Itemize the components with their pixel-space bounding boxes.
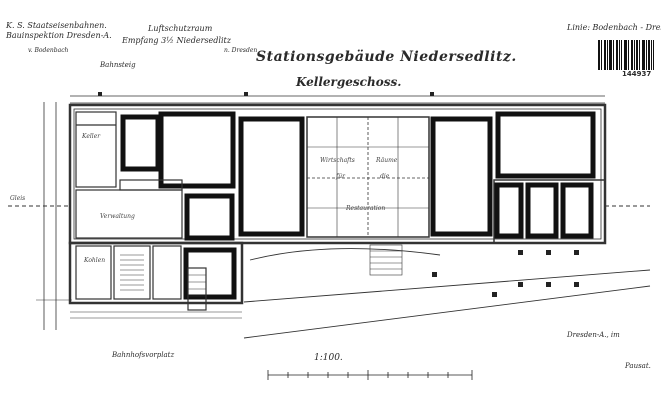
room-8 [494, 182, 524, 239]
room-3 [238, 116, 305, 237]
drawing-subtitle: Kellergeschoss. [296, 75, 402, 89]
signature: Pausat. [625, 362, 651, 370]
catalog-number: 144937 [622, 70, 652, 78]
room-label-die: die [380, 173, 390, 180]
scale-bar [267, 370, 473, 380]
direction-from: v. Bodenbach [28, 47, 69, 54]
lower-wing-wall [68, 241, 244, 305]
drawing-title: Stationsgebäude Niedersedlitz. [256, 49, 517, 65]
room-label-raume: Räume [376, 157, 398, 164]
outer-wall [68, 103, 607, 245]
platform-label: Bahnsteig [100, 61, 136, 69]
forecourt-label: Bahnhofsvorplatz [112, 351, 175, 359]
room-small-1 [120, 114, 161, 172]
room-6 [495, 111, 596, 179]
room-label-restauration: Restauration [346, 205, 386, 212]
room-2 [158, 111, 236, 189]
scale-label: 1:100. [314, 353, 343, 363]
inspection-office: Bauinspektion Dresden-A. [6, 31, 112, 40]
drawing-note-2: Empfang 3½ Niedersedlitz [122, 36, 231, 45]
room-10 [560, 182, 594, 239]
direction-to: n. Dresden [224, 47, 258, 54]
room-left-lower [75, 245, 112, 300]
drawing-note-1: Luftschutzraum [148, 24, 213, 33]
barcode-icon [598, 40, 654, 70]
room-label-fur: für [336, 173, 345, 180]
room-label-wirtschafts: Wirtschafts [320, 157, 355, 164]
track-lines [8, 205, 651, 339]
room-7 [184, 193, 235, 241]
track-label: Gleis [10, 195, 26, 202]
room-label-verwaltung: Verwaltung [100, 213, 135, 220]
place-date: Dresden-A., im [567, 331, 620, 339]
room-11 [183, 247, 237, 300]
room-5 [430, 116, 493, 237]
room-stair [113, 245, 151, 300]
room-label-keller: Keller [82, 133, 101, 140]
restaurant-cellar [306, 116, 430, 238]
room-boiler [75, 111, 117, 188]
authority-name: K. S. Staatseisenbahnen. [6, 21, 107, 30]
room-9 [525, 182, 559, 239]
entrance-steps [369, 244, 403, 276]
room-label-kohlen: Kohlen [84, 257, 106, 264]
railway-line: Linie: Bodenbach - Dresd. [567, 23, 661, 32]
